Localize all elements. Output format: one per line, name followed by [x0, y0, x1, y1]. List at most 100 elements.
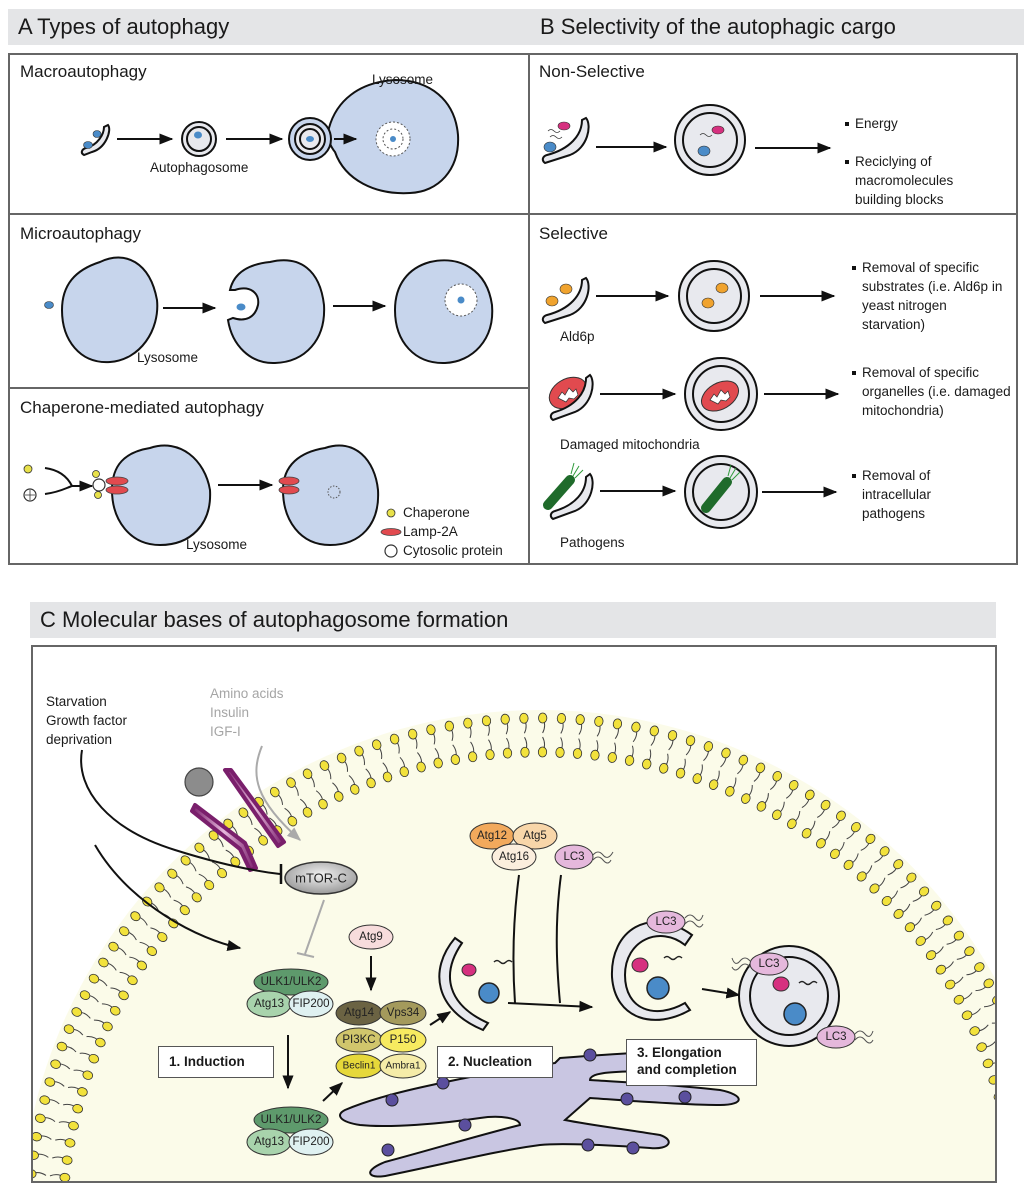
lipid-head	[998, 1108, 1010, 1119]
growth-factor-receptor	[184, 767, 286, 872]
micro-stage-3	[393, 259, 494, 365]
lipid-tail	[1011, 1145, 1024, 1148]
lipid-head	[869, 883, 880, 894]
lipid-head	[71, 1007, 82, 1017]
lipid-head	[537, 746, 548, 758]
lipid-head	[999, 1011, 1012, 1023]
lipid-head	[787, 818, 797, 829]
mtor-complex	[284, 861, 358, 895]
lc3-label-free: LC3	[563, 851, 584, 863]
atg5-label: Atg5	[523, 830, 547, 842]
lipid-head	[33, 1169, 37, 1179]
lipid-head	[318, 798, 328, 810]
lipid-head	[372, 739, 382, 751]
ulk-complex-2	[246, 1106, 334, 1156]
lipid-head	[856, 871, 867, 882]
lipid-head	[33, 1132, 42, 1142]
lipid-head	[942, 915, 953, 926]
lipid-head	[34, 1113, 46, 1123]
lipid-head	[756, 801, 767, 812]
lipid-head	[366, 777, 376, 789]
nonselective-autophagosome	[674, 104, 746, 176]
lipid-head	[738, 754, 749, 766]
panel-c-header: C Molecular bases of autophagosome forma…	[30, 602, 996, 638]
lipid-head	[685, 735, 696, 746]
lipid-head	[1014, 1046, 1024, 1057]
lipid-head	[136, 960, 148, 971]
lipid-head	[481, 715, 492, 727]
lipid-head	[830, 848, 840, 859]
lipid-head	[935, 964, 947, 975]
elongation-arrow	[507, 1000, 594, 1012]
cma-lysosome-1	[105, 444, 212, 547]
lipid-head	[217, 868, 227, 879]
nonselective-title: Non-Selective	[539, 62, 645, 81]
lipid-head	[772, 771, 782, 782]
lipid-head	[918, 886, 930, 897]
lipid-tail	[1006, 1052, 1020, 1057]
lipid-head	[519, 712, 529, 724]
conjugation-line-1	[512, 874, 520, 1004]
lipid-head	[382, 771, 393, 783]
lipid-head	[146, 946, 157, 956]
lipid-head	[906, 872, 917, 883]
lipid-head	[804, 789, 815, 801]
stimulus-starvation: Starvation	[46, 694, 107, 709]
legend-cytosolic-protein: Cytosolic protein	[403, 543, 503, 558]
lipid-head	[988, 1075, 995, 1085]
lipid-head	[286, 777, 296, 788]
lipid-tail	[999, 1034, 1013, 1040]
lipid-head	[350, 784, 360, 795]
starvation-activation-arrow	[94, 844, 242, 952]
lc3-free	[554, 844, 614, 870]
atg9	[348, 924, 394, 950]
lipid-bilayer	[33, 712, 1024, 1184]
lipid-head	[118, 990, 129, 1001]
lipid-head	[336, 752, 347, 764]
lipid-head	[953, 994, 965, 1005]
lipid-head	[98, 957, 109, 968]
lipid-head	[1002, 1125, 1014, 1135]
lipid-head	[485, 749, 495, 761]
lysosome-label-macro: Lysosome	[372, 72, 434, 87]
micro-stage-1	[44, 256, 159, 364]
cargo-mitochondria: Damaged mitochondria	[560, 437, 700, 452]
lipid-head	[194, 842, 205, 853]
outcome-organelles: Removal of specific organelles (i.e. dam…	[852, 365, 1011, 418]
lipid-head	[64, 1138, 76, 1148]
lipid-tail	[1016, 1181, 1024, 1184]
lipid-head	[631, 721, 641, 733]
lipid-head	[500, 713, 510, 725]
lipid-head	[692, 773, 702, 784]
lipid-head	[555, 747, 565, 758]
lipid-head	[675, 767, 686, 779]
lipid-head	[925, 950, 937, 961]
pi3kc-label: PI3KC	[342, 1034, 375, 1046]
lipid-head	[39, 1095, 51, 1105]
lipid-tail	[1014, 1163, 1024, 1166]
lipid-tail	[33, 1172, 47, 1176]
cargo-ald6p: Ald6p	[560, 329, 595, 344]
lipid-head	[426, 724, 436, 736]
atg13-label-2: Atg13	[254, 1136, 284, 1148]
lipid-head	[904, 922, 915, 933]
lipid-head	[399, 766, 409, 778]
lipid-head	[992, 995, 995, 1005]
lipid-head	[95, 1037, 106, 1048]
lipid-head	[721, 747, 731, 759]
lipid-head	[258, 835, 268, 846]
lamp2a-legend-icon	[380, 528, 402, 536]
lipid-tail	[1017, 1087, 1024, 1092]
lipid-head	[50, 1059, 61, 1069]
lipid-head	[594, 716, 604, 727]
chaperone-legend-icon	[386, 508, 396, 518]
lipid-head	[931, 900, 942, 911]
microautophagy-title: Microautophagy	[20, 224, 141, 243]
lipid-head	[976, 1042, 987, 1052]
lipid-head	[191, 892, 202, 903]
lipid-head	[68, 1121, 79, 1131]
lipid-head	[127, 975, 138, 986]
ambra1-label: Ambra1	[385, 1061, 420, 1072]
lipid-head	[953, 930, 965, 941]
fip200-label-1: FIP200	[292, 998, 329, 1010]
